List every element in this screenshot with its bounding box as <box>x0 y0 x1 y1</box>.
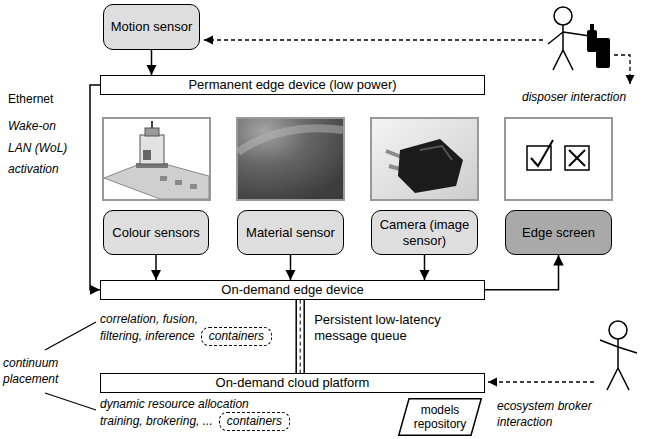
material-photo <box>238 119 343 199</box>
annotation-label: continuum placement <box>3 356 73 387</box>
annotation-label: disposer interaction <box>522 90 626 104</box>
node-text: Camera (image sensor) <box>377 217 472 248</box>
process-box: On-demand cloud platform <box>100 373 485 393</box>
sensor-box: Material sensor <box>237 210 344 255</box>
node-text: Edge screen <box>522 225 595 241</box>
node-text: Colour sensors <box>112 225 199 241</box>
node-text: On-demand cloud platform <box>216 375 370 391</box>
annotation-label: ecosystem broker interaction <box>497 398 609 430</box>
data-store: models repository <box>398 398 482 436</box>
edge-label: Persistent low-latency message queue <box>314 312 464 345</box>
colour-sensor-photo <box>104 121 209 199</box>
stick-figure <box>600 321 637 390</box>
annotation-label: Wake-on LAN (WoL) activation <box>8 116 82 181</box>
interaction-arrow <box>204 39 543 40</box>
camera-photo <box>372 119 477 199</box>
connector <box>290 255 292 280</box>
connector <box>424 255 426 280</box>
node-text: Motion sensor <box>111 19 193 35</box>
annotation-label: correlation, fusion, filtering, inferenc… <box>100 311 218 346</box>
annotation-label: Ethernet <box>8 92 53 106</box>
node-text: Material sensor <box>246 225 335 241</box>
picture-frame <box>505 118 612 200</box>
sensor-box: Camera (image sensor) <box>371 210 478 255</box>
connector <box>151 50 153 75</box>
picture-frame <box>103 118 210 200</box>
process-box: Permanent edge device (low power) <box>100 75 485 95</box>
connector <box>155 255 157 280</box>
process-box: On-demand edge device <box>100 280 485 300</box>
connector <box>296 300 304 373</box>
sensor-box: Motion sensor <box>103 4 200 50</box>
sensor-box: Colour sensors <box>103 210 209 255</box>
connector <box>485 255 559 290</box>
waste-items <box>587 24 610 68</box>
container-box: containers <box>219 412 290 430</box>
node-text: models repository <box>412 403 468 432</box>
queue-center-line <box>300 300 301 373</box>
stick-figure <box>548 7 590 70</box>
interaction-arrow <box>614 55 630 84</box>
connector <box>90 85 100 290</box>
node-text: containers <box>227 414 282 428</box>
checkbox-symbols <box>527 140 589 170</box>
interaction-arrow <box>488 381 594 382</box>
node-text: containers <box>209 329 264 343</box>
bracket-line <box>45 393 96 410</box>
node-text: On-demand edge device <box>221 282 363 298</box>
picture-frame <box>237 118 344 200</box>
picture-frame <box>371 118 478 200</box>
container-box: containers <box>201 327 272 345</box>
bracket-line <box>45 322 96 350</box>
screen-box: Edge screen <box>505 210 612 255</box>
node-text: Permanent edge device (low power) <box>188 77 396 93</box>
